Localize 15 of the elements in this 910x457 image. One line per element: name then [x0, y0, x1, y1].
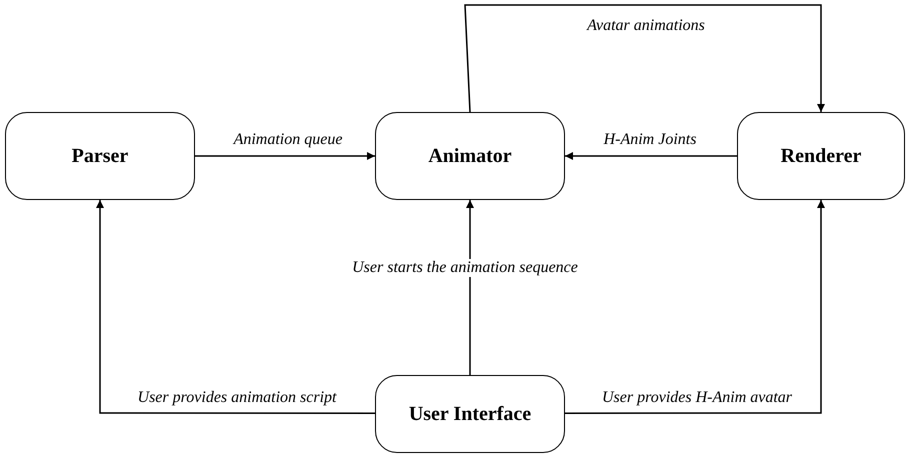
- process-box: [737, 112, 905, 200]
- node-label: Parser: [72, 144, 128, 168]
- arrow: [195, 152, 375, 160]
- node-label: User Interface: [408, 402, 532, 426]
- arrow: [464, 4, 825, 112]
- process-box: [375, 112, 565, 200]
- node-label: Animator: [428, 144, 512, 168]
- arrow: [466, 200, 474, 375]
- node-label: Renderer: [780, 144, 862, 168]
- arrow: [565, 200, 825, 414]
- edge-label: Animation queue: [230, 131, 346, 149]
- process-box: [5, 112, 195, 200]
- arrow: [96, 200, 375, 414]
- process-box: [375, 375, 565, 453]
- arrow: [565, 152, 737, 160]
